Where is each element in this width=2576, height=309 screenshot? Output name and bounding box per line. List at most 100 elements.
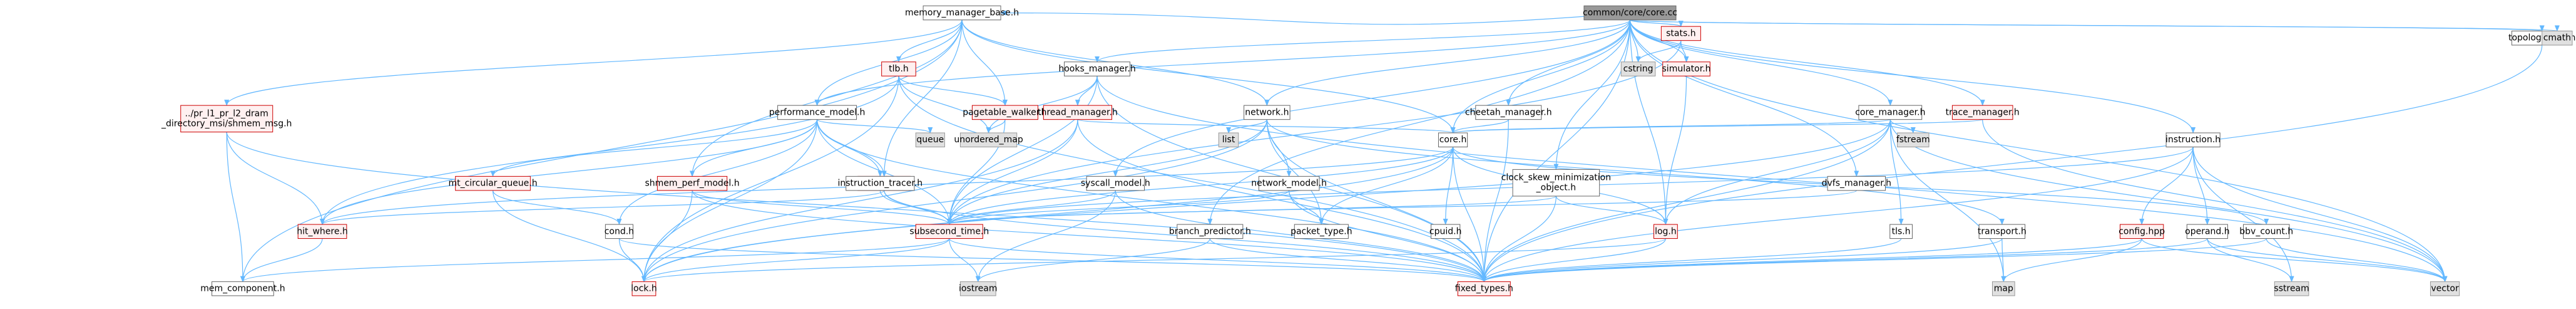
node-subsecond-time-h[interactable]: subsecond_time.h (909, 224, 989, 239)
node-cheetah-manager-h[interactable]: cheetah_manager.h (1465, 105, 1552, 120)
edge-core_cc-to-dvfs_manager_h (1629, 19, 1859, 177)
node-core-manager-h[interactable]: core_manager.h (1855, 105, 1925, 120)
node-label: stats.h (1666, 28, 1695, 38)
node-box (631, 281, 657, 296)
node-box (2430, 281, 2460, 296)
node-label: shmem_perf_model.h (645, 179, 739, 189)
node-sstream[interactable]: sstream (2274, 281, 2309, 296)
edge-instruction_h-to-fixed_types_h (1481, 147, 2194, 283)
node-hooks-manager-h[interactable]: hooks_manager.h (1058, 61, 1136, 76)
edge-bbv_count_h-to-vector (2266, 238, 2448, 283)
node-mt-circular-queue-h[interactable]: mt_circular_queue.h (448, 175, 538, 191)
node-performance-model-h[interactable]: performance_model.h (769, 105, 866, 120)
edge-log_h-to-fixed_types_h (1481, 238, 1666, 283)
node-label: bbv_count.h (2239, 226, 2293, 236)
node-vector[interactable]: vector (2430, 281, 2460, 296)
node-box (1294, 224, 1349, 239)
edge-hooks_manager_h-to-thread_manager_h (1075, 76, 1098, 107)
node-stats-h[interactable]: stats.h (1660, 26, 1701, 41)
node-label: instruction.h (2165, 135, 2221, 145)
edge-memory_manager_base_h-to-nuca_cache_h (881, 19, 963, 177)
node-box (1583, 5, 1677, 21)
node-iostream[interactable]: iostream (959, 281, 998, 296)
edge-trace_manager_h-to-vector (1982, 119, 2448, 283)
node-tlb-h[interactable]: tlb.h (881, 61, 916, 76)
edge-config_hpp-to-fixed_types_h (1481, 238, 2142, 283)
node-bbv-count-h[interactable]: bbv_count.h (2239, 224, 2293, 239)
node-simulator-h[interactable]: simulator.h (1662, 61, 1711, 76)
node-network-model-h[interactable]: network_model.h (1251, 175, 1327, 191)
edge-core_cc-to-cheetah_manager_h (1506, 19, 1631, 107)
node-mem-component-h[interactable]: mem_component.h (200, 281, 285, 296)
edge-hooks_manager_h-to-unordered_map (986, 76, 1098, 134)
node-label: tlb.h (889, 64, 909, 74)
node-branch-predictor-h[interactable]: branch_predictor.h (1169, 224, 1251, 239)
node-instruction-h[interactable]: instruction.h (2165, 132, 2221, 147)
edge-performance_model_h-to-subsecond_time_h (816, 119, 952, 226)
node-log-h[interactable]: log.h (1653, 224, 1678, 239)
edge-core_cc-to-log_h (1629, 19, 1669, 226)
node-cmath[interactable]: cmath (2542, 30, 2573, 46)
node-label: clock_skew_minimization (1501, 173, 1612, 183)
edge-core_manager_h-to-fixed_types_h (1481, 119, 1891, 283)
node-syscall-model-h[interactable]: syscall_model.h (1081, 175, 1150, 191)
node-pagetable-walker-h[interactable]: pagetable_walker.h (963, 105, 1048, 120)
edge-instruction_tracer_h-to-subsecond_time_h (879, 190, 952, 226)
node-config-hpp[interactable]: config.hpp (2119, 224, 2165, 239)
node-box (1858, 105, 1923, 120)
node-box (1653, 224, 1678, 239)
node-map[interactable]: map (1991, 281, 2015, 296)
edge-core_cc-to-network_h (1264, 19, 1631, 107)
node-tls-h[interactable]: tls.h (1889, 224, 1913, 239)
node-box (212, 281, 274, 296)
edge-memory_manager_base_h-to-tlb_h (896, 19, 963, 63)
node-clock-skew-h[interactable]: clock_skew_minimization_object.h (1501, 169, 1612, 197)
node-box (605, 224, 633, 239)
edge-performance_model_h-to-queue (816, 119, 933, 134)
node-thread-manager-h[interactable]: thread_manager.h (1038, 105, 1118, 120)
node-memory-manager-base-h[interactable]: memory_manager_base.h (905, 5, 1019, 21)
node-label: subsecond_time.h (909, 226, 989, 236)
node-list[interactable]: list (1218, 132, 1239, 147)
node-label: fixed_types.h (1455, 284, 1513, 294)
node-box (1457, 281, 1511, 296)
node-pr-l1-pr-l2[interactable]: ../pr_l1_pr_l2_dram_directory_msi/shmem_… (161, 105, 292, 133)
node-transport-h[interactable]: transport.h (1978, 224, 2027, 239)
node-box (1951, 105, 2013, 120)
node-shmem-perf-model-h[interactable]: shmem_perf_model.h (645, 175, 740, 191)
node-dvfs-manager-h[interactable]: dvfs_manager.h (1822, 175, 1891, 191)
node-fixed-types-h[interactable]: fixed_types.h (1455, 281, 1513, 296)
node-box (1244, 105, 1291, 120)
edge-network_h-to-fixed_types_h (1266, 119, 1487, 283)
node-queue[interactable]: queue (915, 132, 945, 147)
node-cpuid-h[interactable]: cpuid.h (1429, 224, 1462, 239)
node-network-h[interactable]: network.h (1244, 105, 1291, 120)
edge-memory_manager_base_h-to-pagetable_walker_h (961, 19, 1008, 107)
node-fstream[interactable]: fstream (1896, 132, 1930, 147)
node-unordered-map[interactable]: unordered_map (954, 132, 1023, 147)
node-box (1258, 175, 1320, 191)
node-lock-h[interactable]: lock.h (631, 281, 657, 296)
edge-tlb_h-to-unordered_map (898, 76, 991, 134)
node-operand-h[interactable]: operand.h (2185, 224, 2230, 239)
edge-branch_predictor_h-to-iostream (975, 238, 1210, 283)
node-condh[interactable]: cond.h (605, 224, 634, 239)
edge-core_manager_h-to-core_h (1451, 119, 1891, 134)
edge-core_manager_h-to-log_h (1663, 119, 1891, 226)
node-hit-where-h[interactable]: hit_where.h (297, 224, 348, 239)
node-cstring[interactable]: cstring (1620, 61, 1656, 76)
node-instruction-tracer-h[interactable]: instruction_tracer.h (838, 175, 923, 191)
node-trace-manager-h[interactable]: trace_manager.h (1946, 105, 2020, 120)
edge-stats_h-to-cstring (1635, 40, 1682, 63)
node-core-h[interactable]: core.h (1438, 132, 1468, 147)
edge-cheetah_manager_h-to-core_h (1450, 119, 1509, 134)
node-box (915, 224, 983, 239)
node-core-cc[interactable]: common/core/core.cc (1583, 5, 1677, 21)
node-label: queue (916, 135, 944, 145)
edge-core_cc-to-branch_predictor_h (1207, 19, 1631, 226)
edge-mt_circular_queue_h-to-lock_h (492, 190, 647, 283)
edge-core_manager_h-to-map (1889, 119, 2006, 283)
node-packet-type-h[interactable]: packet_type.h (1291, 224, 1352, 239)
edge-instruction_h-to-config_hpp (2139, 147, 2194, 226)
edge-subsecond_time_h-to-lock_h (641, 238, 950, 283)
